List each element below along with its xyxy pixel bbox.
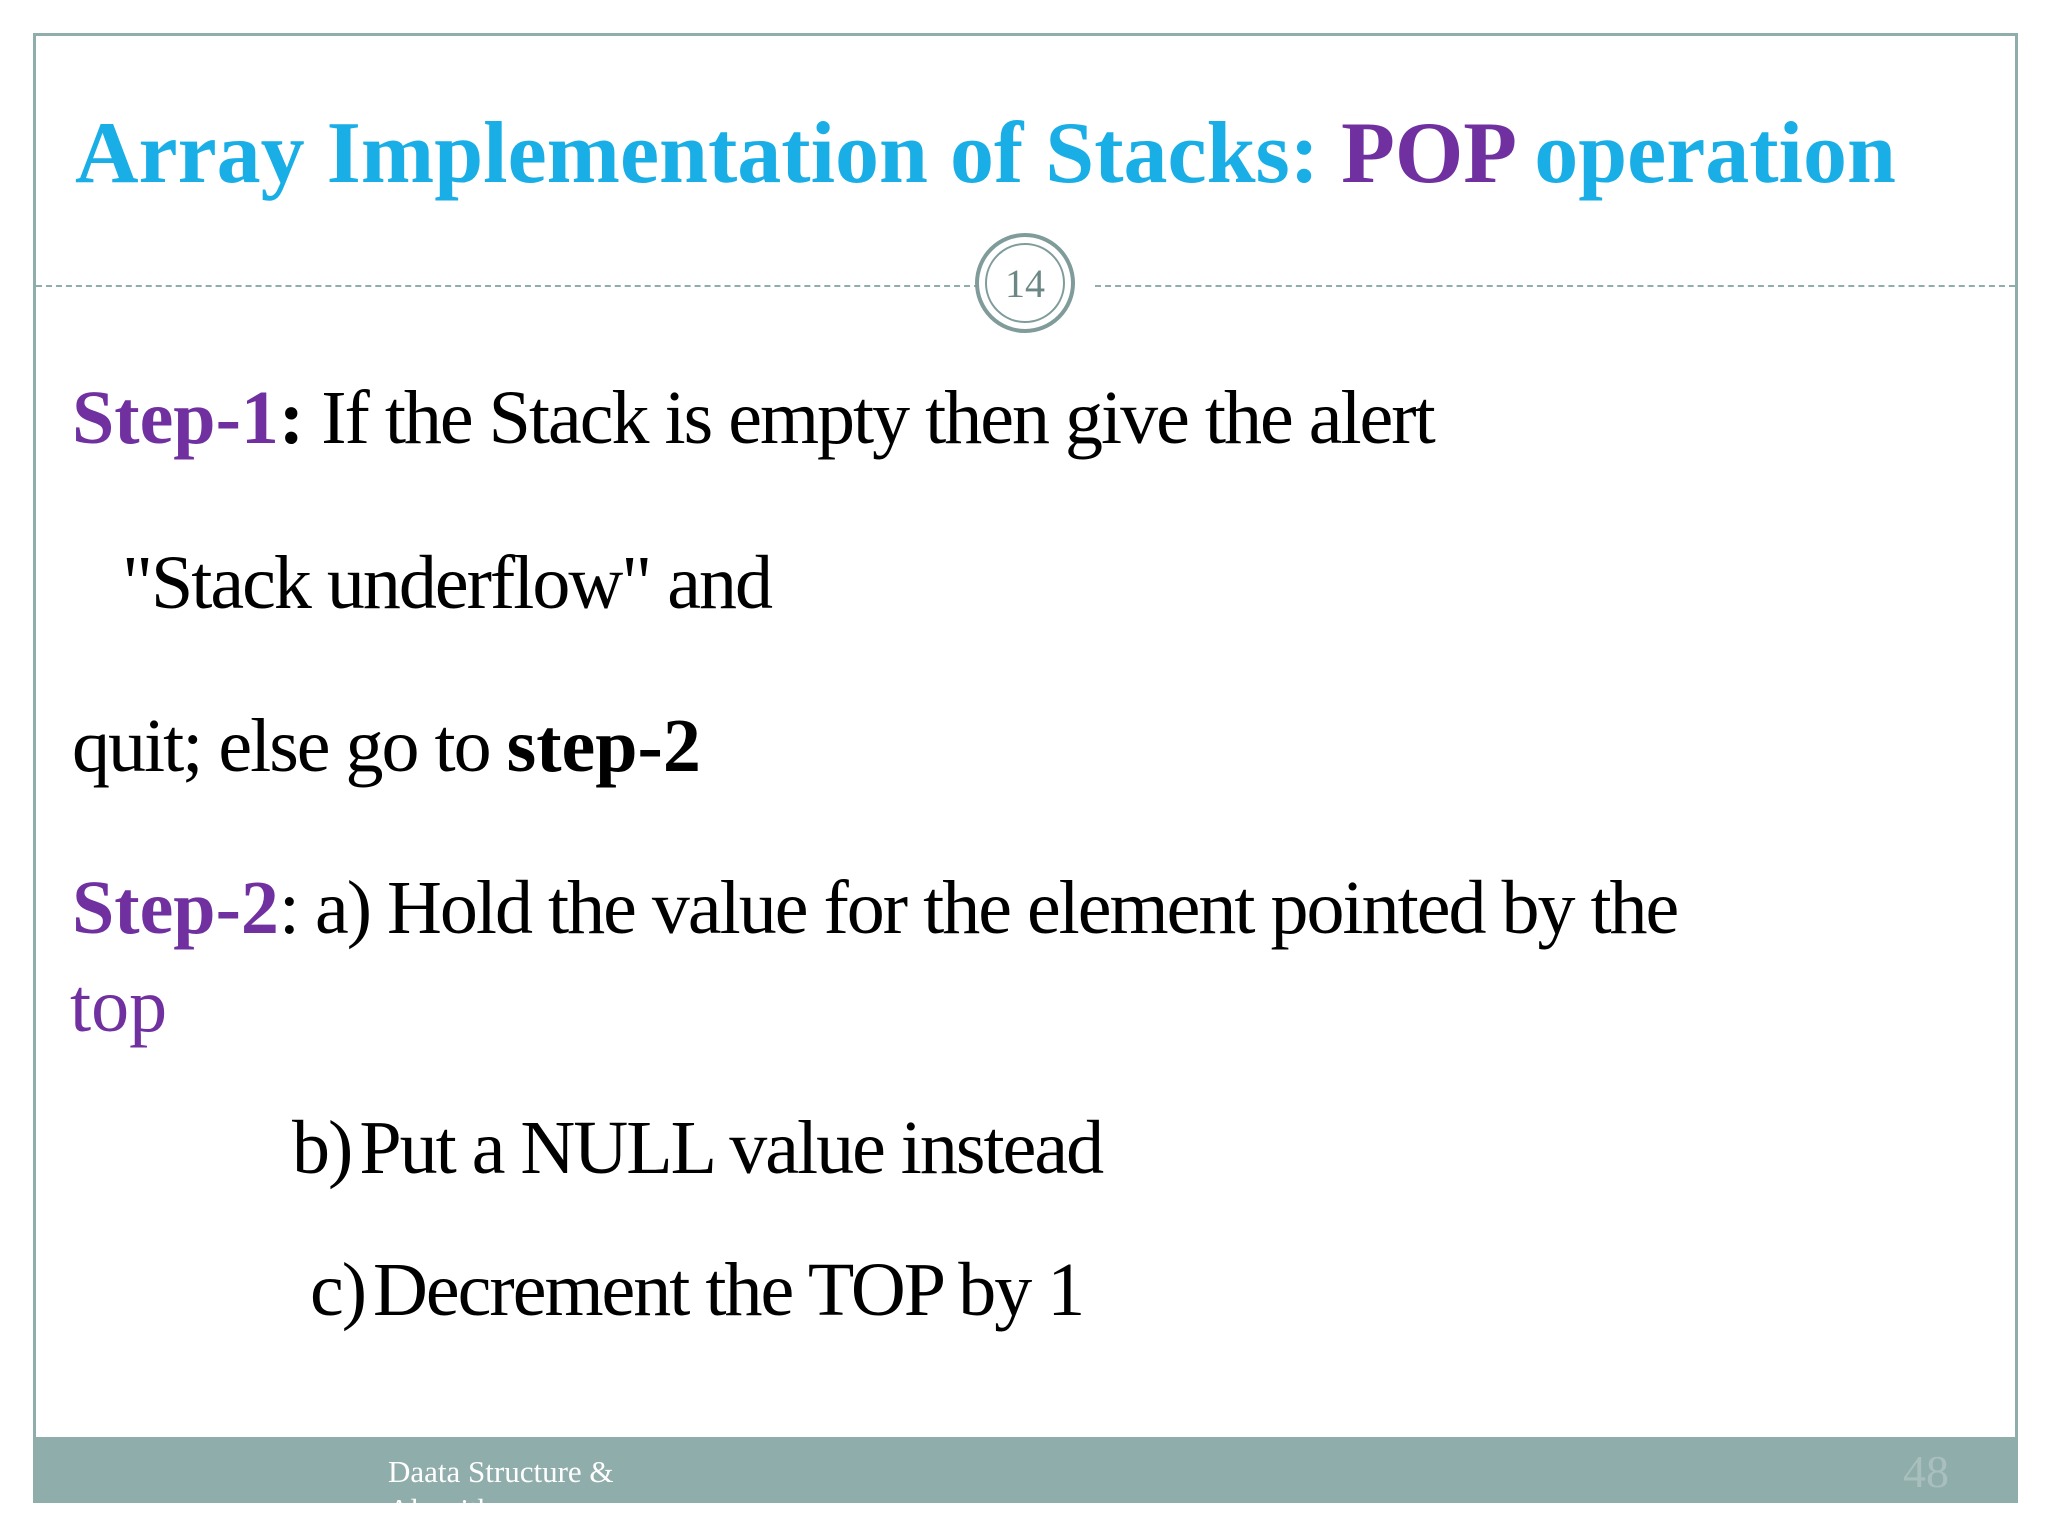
footer-course-title: Daata Structure & Algorithms — [388, 1454, 614, 1503]
step2-text: : a) Hold the value for the element poin… — [278, 866, 1679, 950]
section-number-badge: 14 — [975, 233, 1075, 333]
step1-label: Step-1 — [72, 376, 279, 460]
step2c-line: c)Decrement the TOP by 1 — [310, 1248, 1085, 1332]
step2b-line: b)Put a NULL value instead — [292, 1106, 1104, 1190]
step2b-marker: b) — [292, 1106, 353, 1190]
step1-line3-text: quit; else go to — [72, 704, 507, 788]
step2c-marker: c) — [310, 1248, 367, 1332]
section-number: 14 — [985, 243, 1065, 323]
title-divider-right — [1095, 285, 2015, 287]
title-end: operation — [1512, 105, 1896, 202]
step1-line: Step-1: If the Stack is empty then give … — [72, 380, 1436, 456]
slide-title: Array Implementation of Stacks: POP oper… — [75, 110, 1896, 198]
title-divider-left — [36, 285, 980, 287]
step1-colon: : — [278, 376, 305, 460]
step1-line2: "Stack underflow" and — [122, 541, 773, 625]
step2-line: Step-2: a) Hold the value for the elemen… — [72, 870, 1679, 946]
step1-line3-bold: step-2 — [506, 704, 701, 788]
step1-line3: quit; else go to step-2 — [72, 708, 701, 784]
footer-bar: Daata Structure & Algorithms 48 — [36, 1437, 2015, 1503]
step1-text: If the Stack is empty then give the aler… — [304, 376, 1436, 460]
title-accent: POP — [1341, 105, 1513, 202]
step2c-text: Decrement the TOP by 1 — [373, 1248, 1085, 1332]
footer-page-number: 48 — [1903, 1446, 1949, 1497]
step2b-text: Put a NULL value instead — [359, 1106, 1104, 1190]
step2-label: Step-2 — [72, 866, 279, 950]
title-main: Array Implementation of Stacks: — [75, 105, 1342, 202]
step2-line2: top — [70, 964, 168, 1048]
